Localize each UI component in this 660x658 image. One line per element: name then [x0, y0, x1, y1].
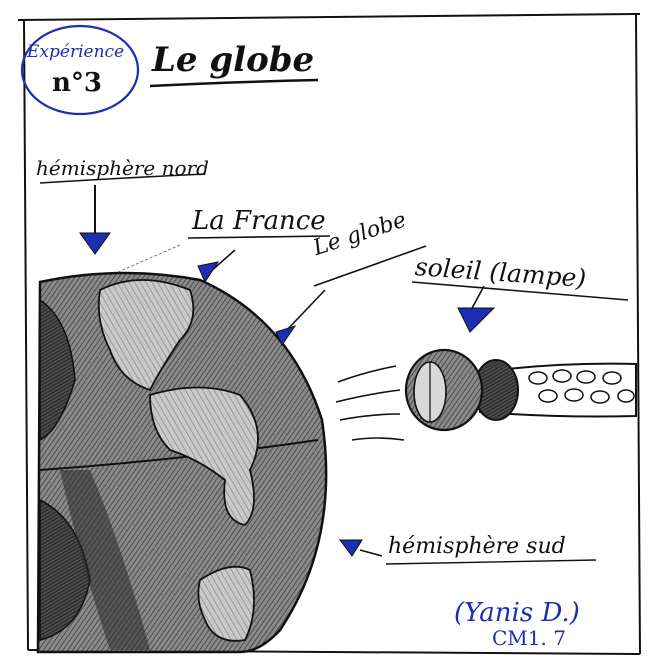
- signature-name: (Yanis D.): [454, 598, 580, 628]
- badge-line1: Expérience: [27, 42, 124, 62]
- lamp-drawing: [406, 350, 636, 430]
- badge-line2: n°3: [52, 68, 102, 98]
- globe-arrow: [276, 246, 426, 345]
- sun-arrow: [412, 282, 628, 332]
- label-france: La France: [192, 206, 326, 236]
- label-south-hemisphere: hémisphère sud: [388, 534, 566, 559]
- signature-class: CM1. 7: [492, 626, 566, 650]
- page-title: Le globe: [152, 40, 314, 80]
- label-north-hemisphere: hémisphère nord: [36, 156, 209, 180]
- light-rays: [336, 366, 404, 440]
- north-arrow: [40, 174, 205, 254]
- title-underline: [150, 80, 318, 86]
